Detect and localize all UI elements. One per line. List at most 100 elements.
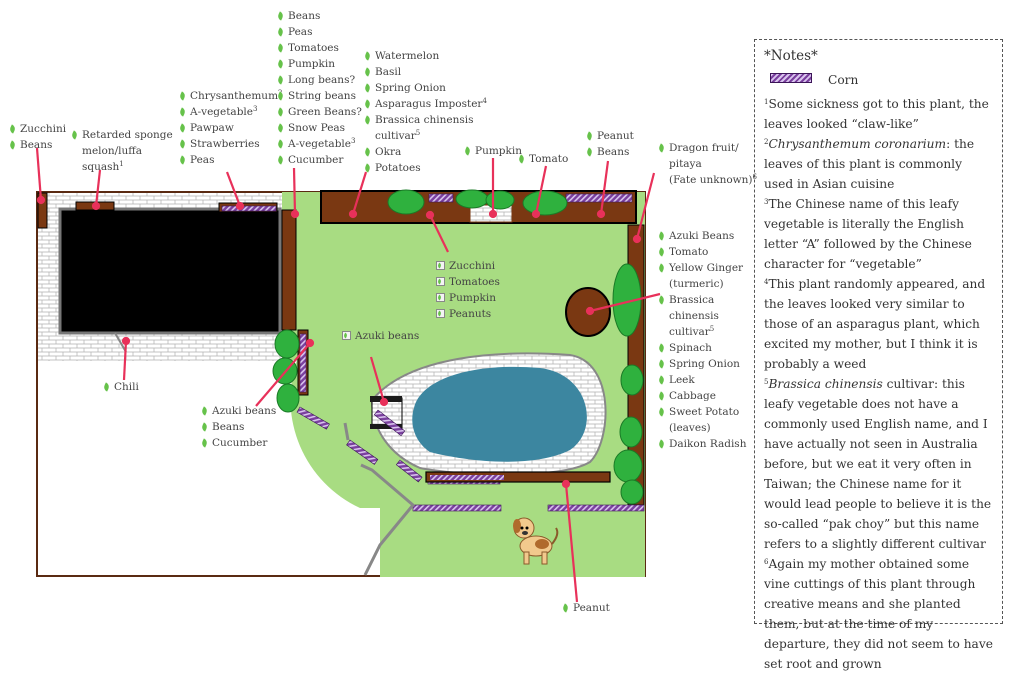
corn-swatch [770,73,812,83]
leaf-icon [276,91,285,101]
plant-name: Azuki beans [355,330,420,342]
leaf-icon [178,139,187,149]
plant-name: Basil [375,66,402,78]
leaf-icon [276,11,285,21]
shrub [620,479,644,505]
bench-bottom [370,424,402,429]
leaf-icon [517,154,526,164]
plant-name: Long beans? [288,74,356,86]
leaf-icon [276,75,285,85]
plant-name: Chili [114,381,139,393]
leaf-icon [657,143,666,153]
leaf-icon [8,124,17,134]
plant-name: Sweet Potato [669,406,740,418]
leaf-icon [200,406,209,416]
leaf-icon [178,91,187,101]
label-watermelon-group: Watermelon Basil Spring Onion Asparagus … [363,48,487,176]
leaf-icon [276,43,285,53]
note-5: 5Brassica chinensis cultivar: this leafy… [764,374,994,554]
plant-name: Azuki Beans [669,230,735,242]
leaf-box-icon [342,331,351,340]
plant-name: Green Beans? [288,106,362,118]
shrub [613,449,643,483]
plant-name: cultivar [669,326,710,338]
plant-name: Peas [190,154,215,166]
leaf-icon [363,83,372,93]
pointer-lines [35,147,661,603]
plant-name: Brassica [669,294,715,306]
plant-name: Spinach [669,342,712,354]
top-corn-2 [565,193,633,203]
plant-name: Pumpkin [288,58,335,70]
footnote-ref: 3 [253,105,258,113]
label-left-bottom: Azuki beans Beans Cucumber [200,403,276,451]
note-number: 6 [764,558,769,566]
leaf-icon [102,382,111,392]
leaf-icon [657,247,666,257]
leaf-icon [463,146,472,156]
plant-name: Spring Onion [375,82,446,94]
garden-plan [35,147,661,603]
leaf-icon [657,359,666,369]
label-right-list: Azuki Beans Tomato Yellow Ginger (turmer… [657,228,746,452]
leaf-icon [178,107,187,117]
shrub [387,189,425,215]
plant-name: Tomatoes [449,276,500,288]
plant-name: Zucchini [20,123,67,135]
grey-path [343,422,416,576]
pond [412,366,587,462]
footnote-ref: 1 [119,160,124,168]
note-number: 1 [764,98,769,106]
plant-name: Cabbage [669,390,716,402]
plant-name: Tomato [529,153,569,165]
plant-name: Peanut [573,602,610,614]
leaf-icon [657,295,666,305]
legend-corn: Corn [770,70,994,90]
leaf-icon [657,375,666,385]
plant-name: Zucchini [449,260,496,272]
notes-panel: *Notes* Corn 1Some sickness got to this … [754,39,1003,671]
leaf-icon [178,155,187,165]
plant-name: (Fate unknown) [669,174,753,186]
shrub [485,190,515,210]
note-2: 2Chrysanthemum coronarium: the leaves of… [764,134,994,194]
plant-name: Cucumber [288,154,344,166]
leaf-icon [363,99,372,109]
plant-name: Beans [212,421,245,433]
plant-name: Okra [375,146,402,158]
label-zucchini-beans: Zucchini Beans [8,121,67,153]
footnote-ref: 4 [482,97,487,105]
note-1: 1Some sickness got to this plant, the le… [764,94,994,134]
leaf-icon [8,140,17,150]
plant-name: Snow Peas [288,122,346,134]
plant-name: Watermelon [375,50,440,62]
note-text: cultivar: this leafy vegetable does not … [764,377,992,551]
footnote-ref: 5 [709,325,715,333]
leaf-icon [657,407,666,417]
note-number: 2 [764,138,769,146]
plant-name: A-vegetable [190,106,253,118]
note-3: 3The Chinese name of this leafy vegetabl… [764,194,994,274]
shrub [455,189,489,209]
plant-name: (leaves) [669,422,711,434]
leaf-icon [276,139,285,149]
label-tomato-top: Tomato [517,151,569,167]
plant-name: pitaya [669,158,702,170]
plant-name: Asparagus Imposter [375,98,483,110]
label-top-list: Beans Peas Tomatoes Pumpkin Long beans? … [276,8,362,168]
top-corn-1 [428,193,454,203]
legend-label: Corn [828,73,859,87]
leaf-icon [178,123,187,133]
plant-name: Spring Onion [669,358,740,370]
plant-name: Beans [288,10,321,22]
leaf-box-icon [436,277,445,286]
plant-name: Peas [288,26,313,38]
left-soil-strip [37,192,48,229]
shrub [612,263,642,337]
leaf-icon [657,343,666,353]
chrys-corn [221,205,277,212]
note-italic: Brassica chinensis [768,377,883,391]
bed-shed-right [281,209,297,331]
footnote-ref: 3 [351,137,356,145]
leaf-icon [561,603,570,613]
